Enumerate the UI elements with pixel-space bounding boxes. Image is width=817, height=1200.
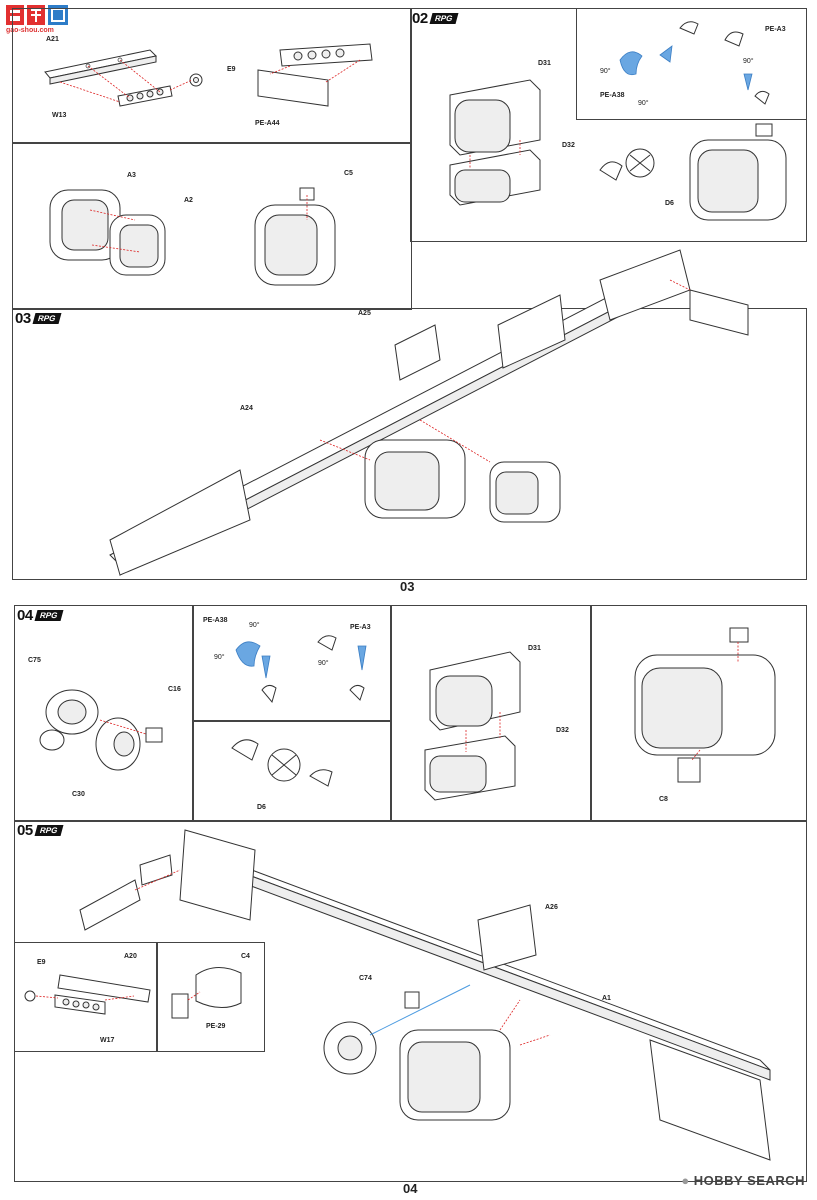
part-a24-bumper-drawing	[689, 289, 749, 336]
part-label-c74: C74	[359, 975, 372, 982]
chassis-a1-drawing	[179, 829, 771, 1161]
part-pe-a44-drawing	[257, 43, 373, 107]
part-label-c75: C75	[28, 657, 41, 664]
step-number: 04	[17, 606, 33, 624]
page03-illustrations	[44, 21, 787, 576]
part-label-a25: A25	[358, 310, 371, 317]
part-label-e9: E9	[37, 959, 46, 966]
part-label-d32: D32	[562, 142, 575, 149]
angle-label-2: 90°	[214, 654, 225, 661]
part-step05-tank-drawing	[323, 1021, 511, 1121]
part-a26-drawing	[477, 904, 537, 971]
part-label-e9: E9	[227, 66, 236, 73]
part-label-c8: C8	[659, 796, 668, 803]
panel-step04-d	[390, 605, 592, 822]
part-label-a24: A24	[240, 405, 253, 412]
panel-step04-a	[14, 605, 194, 822]
part-w13-drawing	[117, 85, 173, 107]
part-label-c5: C5	[344, 170, 353, 177]
part-label-a26: A26	[545, 904, 558, 911]
panel-step04-b	[192, 605, 392, 722]
part-label-c30: C30	[72, 791, 85, 798]
part-label-a3: A3	[127, 172, 136, 179]
panel-step05-inset-a	[14, 942, 158, 1052]
angle-label-1: 90°	[249, 622, 260, 629]
step-04-badge: 04 RPG	[17, 606, 64, 624]
panel-step01-a	[12, 8, 412, 144]
part-d31-d32-drawing	[449, 79, 541, 206]
step-number: 03	[15, 309, 31, 327]
page-number-04: 04	[403, 1181, 418, 1196]
part-c74-drawing	[404, 991, 420, 1009]
part-label-d6: D6	[257, 804, 266, 811]
part-label-a2: A2	[184, 197, 193, 204]
part-c5-tank-drawing	[254, 187, 336, 286]
step-number: 05	[17, 821, 33, 839]
part-label-pe-29: PE-29	[206, 1023, 226, 1030]
part-c4-pe29-drawing	[171, 967, 242, 1019]
step-03-badge: 03 RPG	[15, 309, 62, 327]
panel-step04-c	[192, 720, 392, 822]
hobbysearch-text: HOBBY SEARCH	[693, 1173, 805, 1188]
part-d6-drawing	[599, 148, 655, 181]
angle-label-1: 90°	[600, 68, 611, 75]
part-a3-a2-drawing	[49, 189, 166, 276]
angle-label-2: 90°	[638, 100, 649, 107]
part-label-pe-a38: PE-A38	[600, 92, 625, 99]
part-label-w17: W17	[100, 1037, 115, 1044]
gaoshou-logo-mark-icon	[6, 5, 68, 25]
part-bumper-step05-drawing	[79, 854, 173, 931]
part-label-a20: A20	[124, 953, 137, 960]
hobbysearch-watermark: ● HOBBY SEARCH	[681, 1173, 805, 1188]
page-number-03: 03	[400, 579, 415, 594]
part-label-pe-a44: PE-A44	[255, 120, 280, 127]
part-pe-bracket-step04-drawing	[235, 635, 367, 704]
panel-step03	[12, 308, 807, 580]
part-tank-result-drawing	[689, 123, 787, 221]
part-tank-c8-drawing	[634, 627, 776, 783]
part-label-d31: D31	[528, 645, 541, 652]
part-a21-drawing	[44, 49, 158, 85]
panel-step04-e	[590, 605, 807, 822]
part-label-w13: W13	[52, 112, 67, 119]
part-label-c4: C4	[241, 953, 250, 960]
step-number: 02	[412, 9, 428, 27]
part-d31-d32-step04-drawing	[424, 651, 521, 801]
part-pe-bracket-drawing	[619, 21, 770, 105]
angle-label-3: 90°	[743, 58, 754, 65]
part-a25-drawing	[394, 294, 566, 381]
part-c75-c30-c16-drawing	[39, 689, 163, 771]
part-label-a21: A21	[46, 36, 59, 43]
chassis-a24-drawing	[109, 249, 691, 576]
part-e9-drawing	[189, 73, 203, 87]
page04-illustrations	[24, 627, 776, 1161]
hobbysearch-logo-icon: ●	[681, 1173, 690, 1188]
angle-label-3: 90°	[318, 660, 329, 667]
part-label-d6: D6	[665, 200, 674, 207]
part-label-d31: D31	[538, 60, 551, 67]
panel-step02-inset	[576, 8, 807, 120]
part-label-a1: A1	[602, 995, 611, 1002]
panel-step01-b	[12, 142, 412, 310]
part-label-pe-a3: PE-A3	[350, 624, 371, 631]
part-tanks-step03-drawing	[364, 439, 561, 523]
step-05-badge: 05 RPG	[17, 821, 64, 839]
part-label-pe-a38: PE-A38	[203, 617, 228, 624]
gaoshou-logo	[4, 3, 70, 37]
step-02-badge: 02 RPG	[412, 9, 459, 27]
part-label-pe-a3: PE-A3	[765, 26, 786, 33]
part-e9-a20-w17-drawing	[24, 974, 151, 1015]
panel-step05-inset-b	[156, 942, 265, 1052]
watermark-url: gao-shou.com	[6, 27, 54, 34]
part-d6-step04-drawing	[231, 739, 333, 787]
part-label-d32: D32	[556, 727, 569, 734]
part-label-c16: C16	[168, 686, 181, 693]
